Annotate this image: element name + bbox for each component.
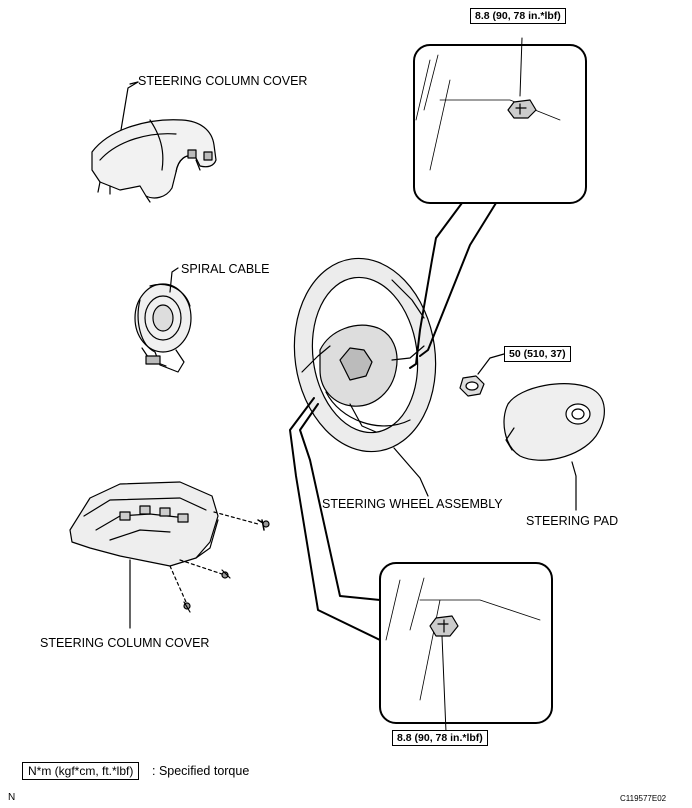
figure-code: C119577E02	[620, 794, 667, 803]
legend-description: : Specified torque	[152, 764, 250, 778]
upper-column-cover-part	[91, 119, 217, 203]
label-lower-column-cover: STEERING COLUMN COVER	[40, 636, 210, 650]
lower-column-cover-part	[69, 481, 219, 567]
label-steering-wheel-assembly: STEERING WHEEL ASSEMBLY	[322, 497, 503, 511]
steering-pad-part	[503, 383, 605, 461]
pad-nut	[459, 375, 485, 397]
label-spiral-cable: SPIRAL CABLE	[181, 262, 270, 276]
steering-wheel-part	[293, 257, 437, 453]
leader-upper-cover	[129, 81, 139, 85]
corner-letter: N	[8, 792, 16, 803]
torque-box-top: 8.8 (90, 78 in.*lbf)	[470, 8, 566, 24]
label-steering-pad: STEERING PAD	[526, 514, 619, 528]
torque-box-pad-nut: 50 (510, 37)	[504, 346, 571, 362]
top-detail-frame	[413, 44, 587, 204]
torque-box-bottom: 8.8 (90, 78 in.*lbf)	[392, 730, 488, 746]
legend-torque-box: N*m (kgf*cm, ft.*lbf)	[22, 762, 140, 780]
spiral-cable-part	[134, 283, 192, 373]
bottom-detail-frame	[379, 562, 553, 724]
label-upper-column-cover: STEERING COLUMN COVER	[138, 74, 308, 88]
